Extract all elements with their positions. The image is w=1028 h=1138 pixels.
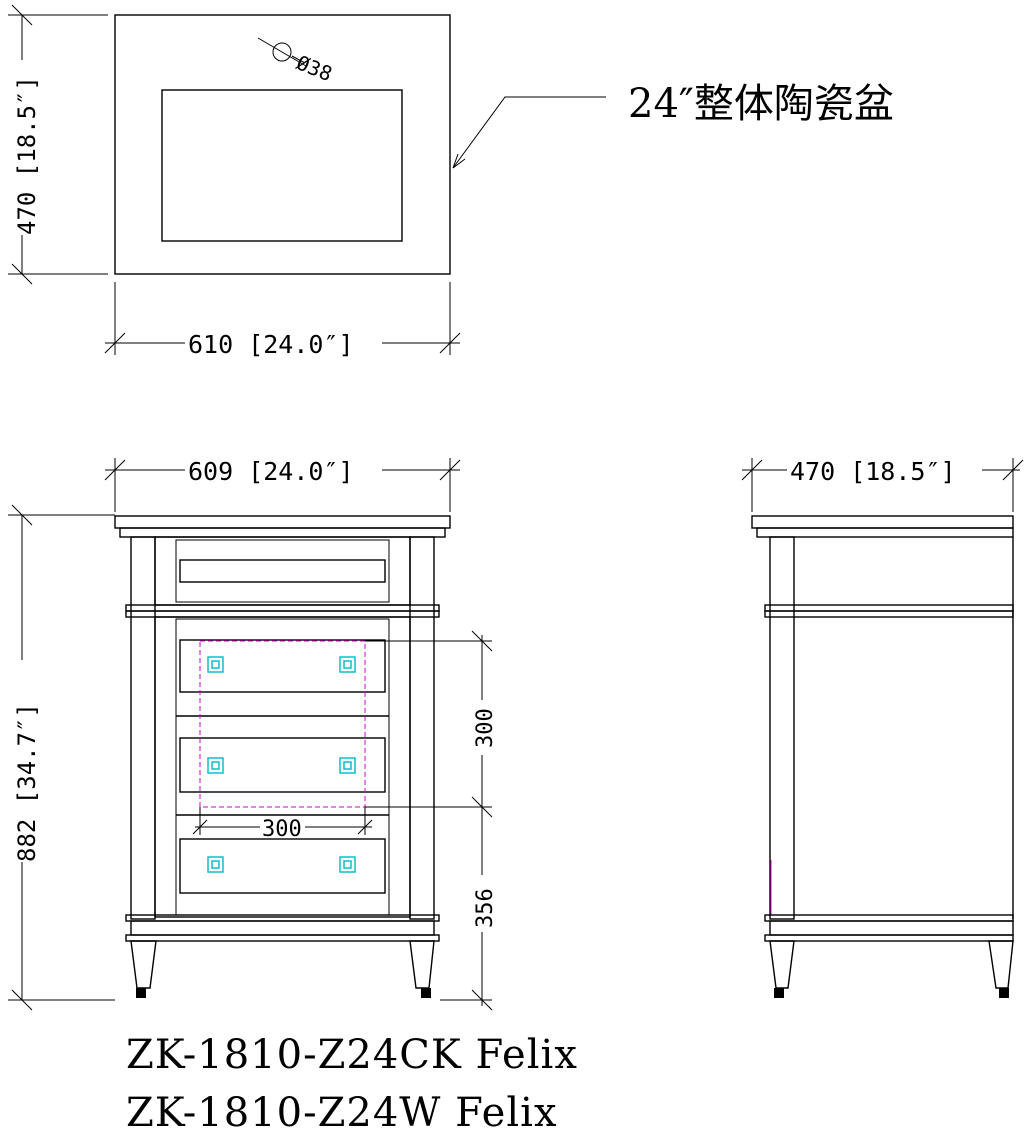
lower-height-label: 356 [473,888,498,928]
side-depth-dimension [741,458,1024,512]
front-width-dimension [104,458,461,512]
zone-width-dimension [192,807,373,835]
top-width-label: 610 [24.0″] [188,330,354,359]
front-height-dimension [8,504,115,1011]
basin-outline [114,14,451,275]
model-number-1: ZK-1810-Z24CK Felix [126,1032,578,1078]
depth-dimension [8,4,108,285]
front-legs [130,940,435,998]
width-dimension [104,282,461,355]
zone-width-label: 300 [262,817,302,842]
zone-height-label: 300 [473,708,498,748]
front-view: 609 [24.0″] 882 [34.7″] [8,457,498,1011]
drawer-3 [179,838,386,894]
zone-height-dimension [365,630,493,1011]
top-view: Ø38 470 [18.5″] 610 [24.0″] 24″整体陶瓷 [8,4,894,359]
side-post [769,536,795,920]
side-countertop [751,515,1014,529]
basin-bowl [161,89,403,242]
callout-leader [452,96,606,169]
model-number-2: ZK-1810-Z24W Felix [126,1090,558,1136]
top-depth-label: 470 [18.5″] [13,76,41,235]
left-post [130,536,156,920]
drawer-1 [179,639,386,693]
front-countertop [114,515,451,529]
faucet-hole [257,37,307,67]
false-drawer-panel [179,559,386,583]
front-width-label: 609 [24.0″] [188,457,354,486]
side-depth-label: 470 [18.5″] [790,457,956,486]
right-post [409,536,435,920]
drawer-2 [179,737,386,793]
hole-dim-label: Ø38 [293,50,335,86]
side-view: 470 [18.5″] [741,457,1024,998]
drawer-knobs [207,656,356,873]
basin-callout: 24″整体陶瓷盆 [628,81,894,127]
plumbing-zone [199,640,366,808]
front-height-label: 882 [34.7″] [13,703,41,862]
side-legs [769,940,1014,998]
